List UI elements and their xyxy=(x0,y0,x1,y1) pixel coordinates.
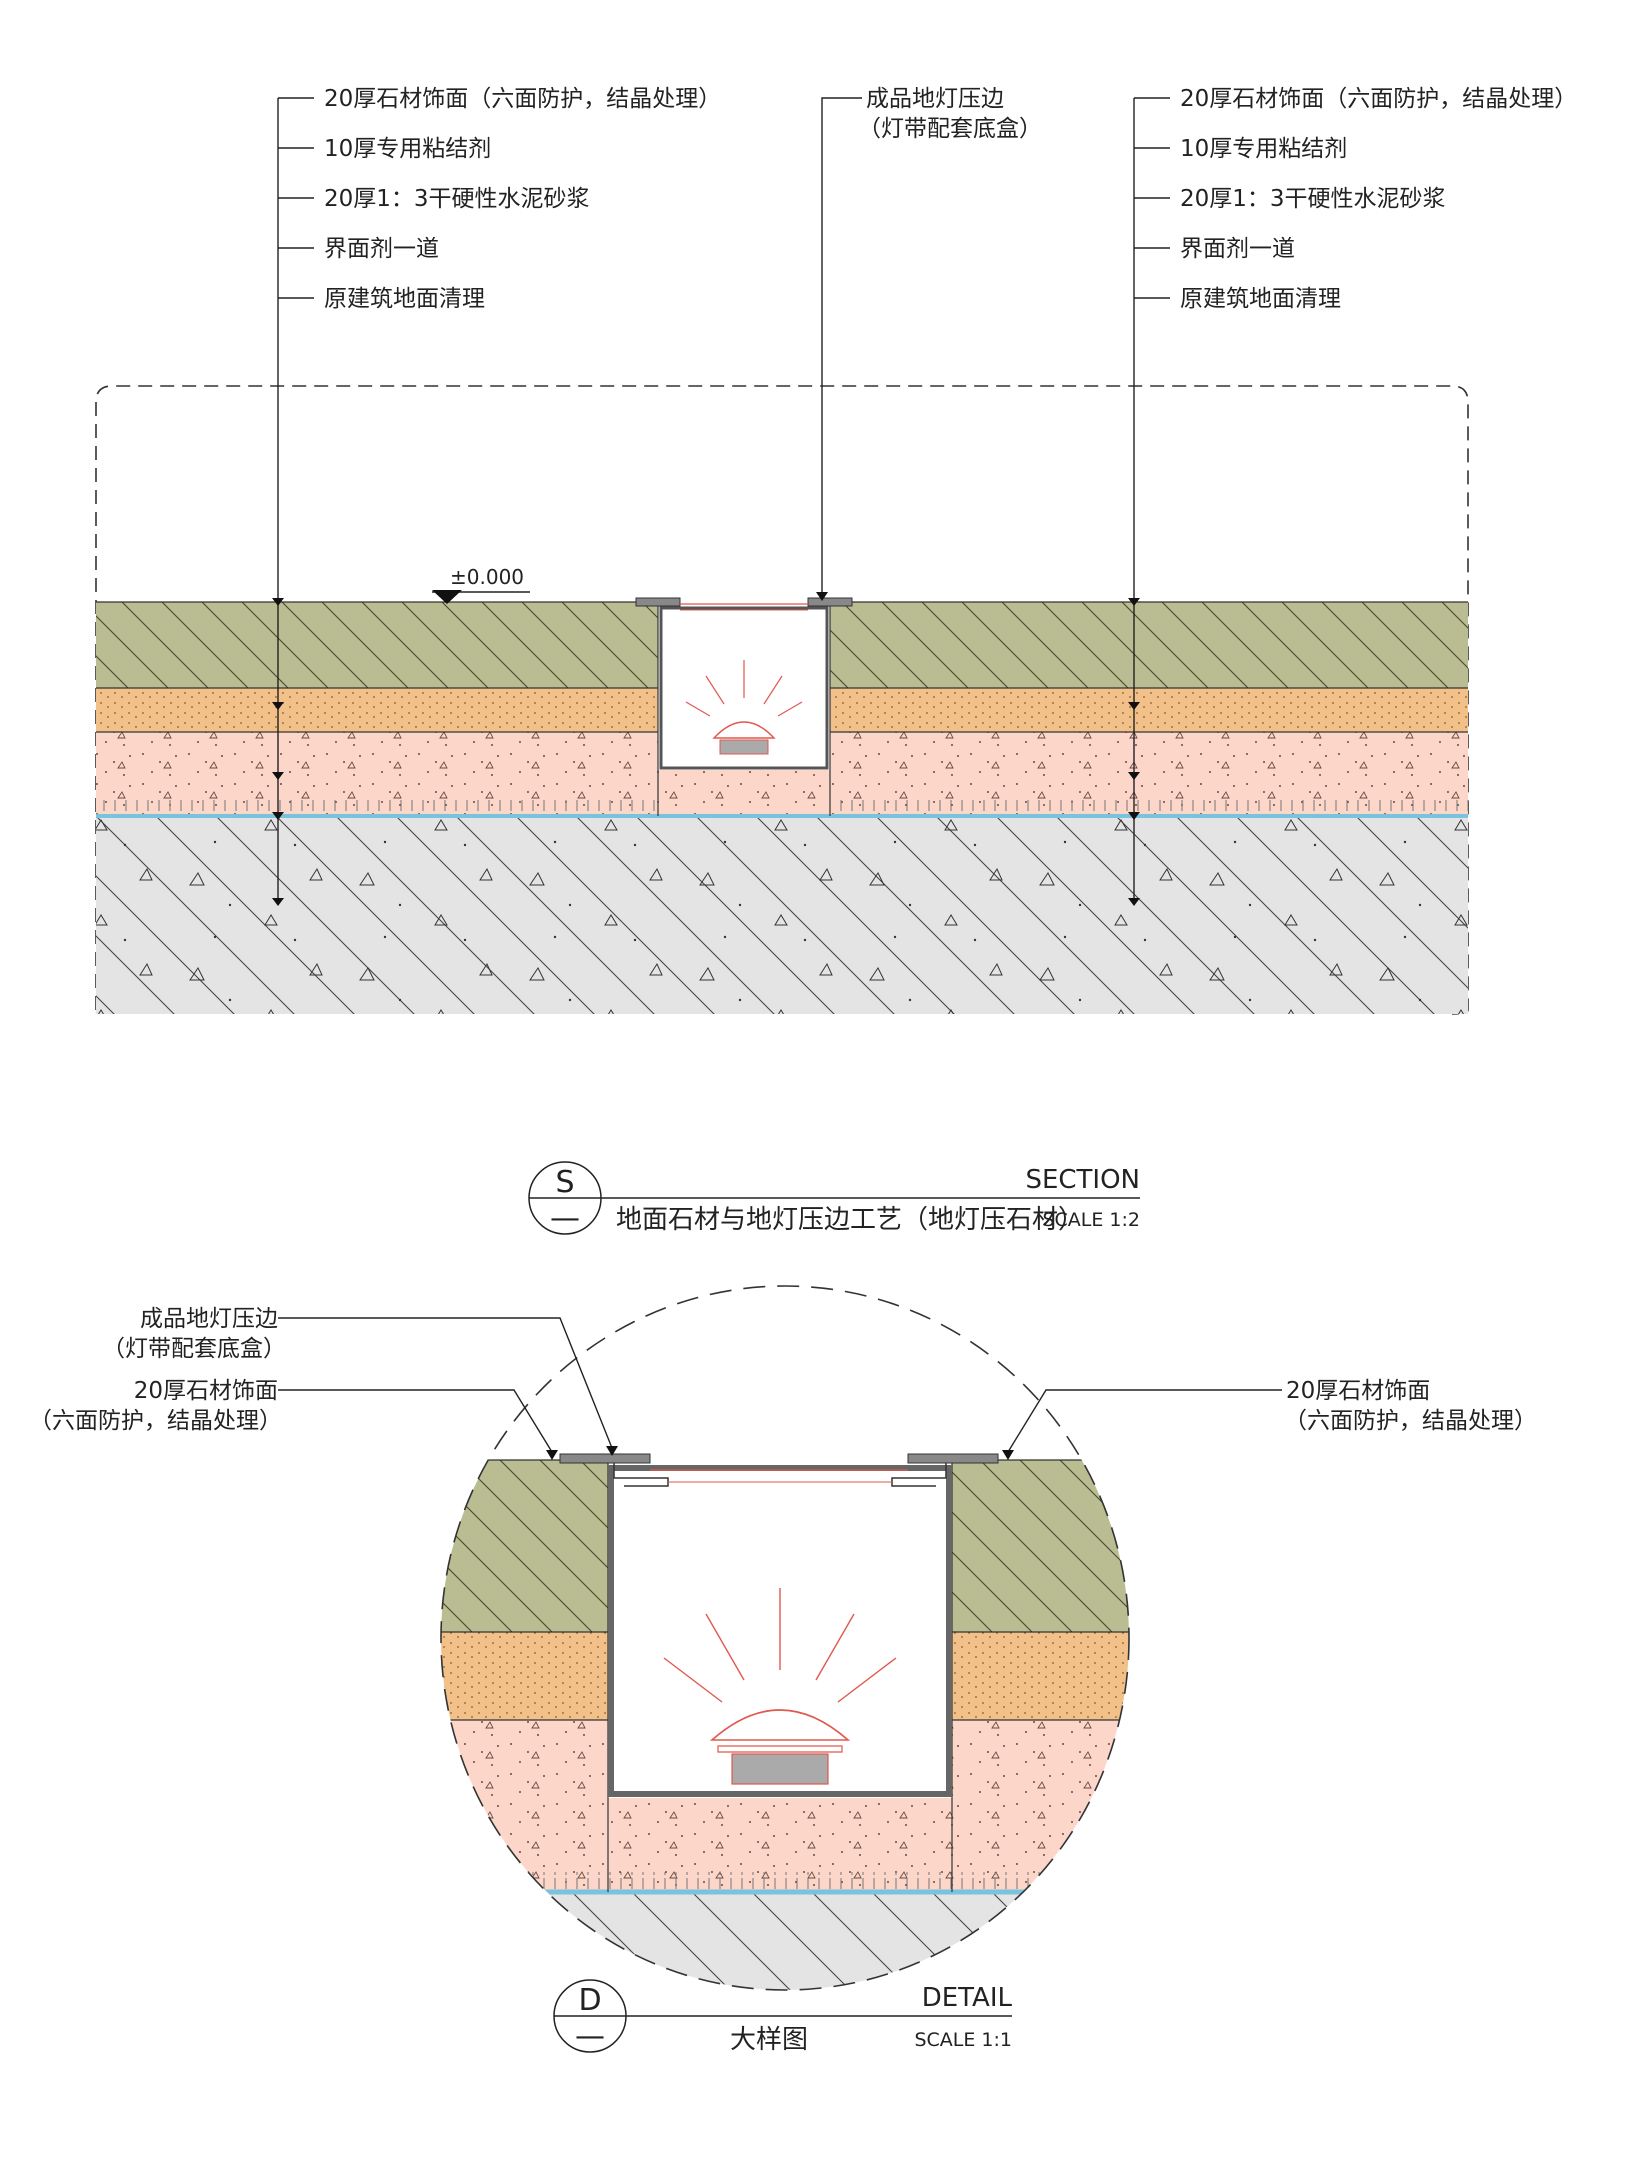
detail-symbol: D xyxy=(578,1983,601,2018)
detail-callout-light: 成品地灯压边 （灯带配套底盒） xyxy=(102,1306,286,1362)
detail-callout-stone-left: 20厚石材饰面 （六面防护，结晶处理） xyxy=(29,1378,282,1434)
detail-light-channel xyxy=(559,1453,999,1797)
detail-callout-stone-right: 20厚石材饰面 （六面防护，结晶处理） xyxy=(1284,1378,1537,1434)
section-symbol-sub: — xyxy=(550,1201,580,1236)
right-callout-interface: 界面剂一道 xyxy=(1180,236,1295,262)
section-right-layers xyxy=(830,602,1468,816)
section-middle-callout: 成品地灯压边 （灯带配套底盒） xyxy=(858,86,1042,142)
detail-title-block: D — DETAIL 大样图 SCALE 1:1 xyxy=(553,1979,1013,2055)
left-callout-base: 原建筑地面清理 xyxy=(324,286,485,312)
detail-boundary-circle xyxy=(440,1285,1130,1991)
detail-stone-right-line1: 20厚石材饰面 xyxy=(1286,1378,1430,1404)
section-left-layers xyxy=(96,602,658,816)
section-title-block: S — SECTION 地面石材与地灯压边工艺（地灯压石材） SCALE 1:2 xyxy=(528,1161,1140,1236)
left-callout-stone: 20厚石材饰面（六面防护，结晶处理） xyxy=(324,86,721,112)
section-right-callouts: 20厚石材饰面（六面防护，结晶处理） 10厚专用粘结剂 20厚1：3干硬性水泥砂… xyxy=(1180,86,1577,312)
detail-drawing: 成品地灯压边 （灯带配套底盒） 20厚石材饰面 （六面防护，结晶处理） 20厚石… xyxy=(29,1285,1537,1991)
section-left-callouts: 20厚石材饰面（六面防护，结晶处理） 10厚专用粘结剂 20厚1：3干硬性水泥砂… xyxy=(324,86,721,312)
detail-light-line2: （灯带配套底盒） xyxy=(102,1336,286,1362)
elevation-mark: ±0.000 xyxy=(432,565,530,604)
section-title-en: SECTION xyxy=(1025,1165,1140,1195)
left-callout-mortar: 20厚1：3干硬性水泥砂浆 xyxy=(324,186,590,212)
detail-stone-left-line1: 20厚石材饰面 xyxy=(134,1378,278,1404)
section-extent-boundary xyxy=(95,385,1469,1015)
detail-stone-right-line2: （六面防护，结晶处理） xyxy=(1284,1408,1537,1434)
section-title-cn: 地面石材与地灯压边工艺（地灯压石材） xyxy=(616,1205,1084,1235)
middle-callout-line2: （灯带配套底盒） xyxy=(858,116,1042,142)
left-callout-interface: 界面剂一道 xyxy=(324,236,439,262)
section-scale: SCALE 1:2 xyxy=(1042,1209,1140,1231)
section-light-channel xyxy=(635,597,853,770)
elevation-label: ±0.000 xyxy=(450,565,524,589)
detail-scale: SCALE 1:1 xyxy=(914,2029,1012,2051)
detail-symbol-sub: — xyxy=(575,2019,605,2054)
section-drawing: ±0.000 xyxy=(95,86,1577,1015)
left-callout-adhesive: 10厚专用粘结剂 xyxy=(324,136,491,162)
right-callout-stone: 20厚石材饰面（六面防护，结晶处理） xyxy=(1180,86,1577,112)
detail-stone-left-line2: （六面防护，结晶处理） xyxy=(29,1408,282,1434)
detail-title-cn: 大样图 xyxy=(730,2025,808,2055)
section-symbol: S xyxy=(555,1165,574,1200)
middle-callout-line1: 成品地灯压边 xyxy=(866,86,1004,112)
right-callout-base: 原建筑地面清理 xyxy=(1180,286,1341,312)
right-callout-adhesive: 10厚专用粘结剂 xyxy=(1180,136,1347,162)
detail-title-en: DETAIL xyxy=(922,1983,1013,2013)
section-base-layer xyxy=(96,814,1468,1014)
right-callout-mortar: 20厚1：3干硬性水泥砂浆 xyxy=(1180,186,1446,212)
detail-light-line1: 成品地灯压边 xyxy=(140,1306,278,1332)
